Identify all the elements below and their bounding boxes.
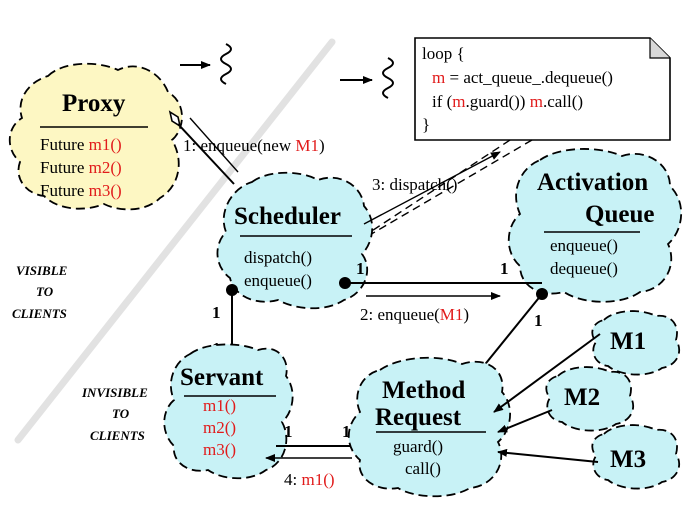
svg-text:VISIBLE: VISIBLE [16, 263, 68, 278]
message-dispatch: 3: dispatch() [372, 175, 457, 194]
visible-region-label: VISIBLE TO CLIENTS [12, 263, 68, 321]
svg-text:TO: TO [36, 284, 54, 299]
servant-method-m2: m2() [203, 418, 236, 437]
servant-method-m1: m1() [203, 396, 236, 415]
proxy-title: Proxy [62, 90, 126, 117]
method-request-title-2: Request [375, 404, 462, 431]
svg-text:CLIENTS: CLIENTS [90, 428, 145, 443]
svg-text:CLIENTS: CLIENTS [12, 306, 67, 321]
message-call: 4: m1() [284, 470, 335, 489]
servant-object: Servant m1() m2() m3() [163, 343, 294, 480]
m2-inherits-arrow [497, 409, 553, 433]
multiplicity-label: 1 [284, 422, 293, 441]
multiplicity-label: 1 [212, 303, 221, 322]
proxy-method-m3: Future m3() [40, 181, 122, 200]
method-request-object: Method Request guard() call() [347, 356, 511, 498]
association-end-dot [339, 277, 351, 289]
servant-method-m3: m3() [203, 440, 236, 459]
multiplicity-label: 1 [500, 259, 509, 278]
code-line-1: loop { [422, 44, 465, 63]
scheduler-title: Scheduler [234, 203, 341, 230]
dispatch-arrow [363, 151, 501, 225]
code-line-4: } [422, 115, 430, 134]
scheduler-method-dispatch: dispatch() [244, 248, 312, 267]
m3-inherits-arrow [497, 448, 599, 463]
m3-title: M3 [610, 446, 646, 473]
invisible-region-label: INVISIBLE TO CLIENTS [81, 385, 148, 443]
method-request-title-1: Method [382, 377, 465, 404]
svg-text:TO: TO [112, 406, 130, 421]
method-request-guard: guard() [393, 437, 443, 456]
scheduler-method-enqueue: enqueue() [244, 271, 312, 290]
activation-queue-method-enqueue: enqueue() [550, 236, 618, 255]
proxy-method-m2: Future m2() [40, 158, 122, 177]
servant-title: Servant [180, 364, 264, 391]
proxy-scheduler-link [168, 110, 239, 185]
thread-icon [180, 43, 232, 85]
m1-title: M1 [610, 328, 646, 355]
scheduler-object: Scheduler dispatch() enqueue() [216, 171, 374, 310]
code-annotation-line [367, 139, 533, 237]
code-line-2: m = act_queue_.dequeue() [432, 68, 613, 87]
svg-text:INVISIBLE: INVISIBLE [81, 385, 148, 400]
message-enqueue: 2: enqueue(M1) [360, 305, 469, 324]
proxy-object: Proxy Future m1() Future m2() Future m3(… [8, 62, 183, 211]
scheduler-loop-code-box: loop { m = act_queue_.dequeue() if (m.gu… [414, 37, 671, 141]
activation-queue-object: Activation Queue enqueue() dequeue() [507, 148, 683, 303]
proxy-method-m1: Future m1() [40, 135, 122, 154]
association-end-dot [226, 284, 238, 296]
activation-queue-title-2: Queue [585, 201, 654, 228]
concrete-request-m1: M1 [591, 310, 681, 376]
activation-queue-title-1: Activation [537, 169, 648, 196]
m1-inherits-arrow [493, 333, 601, 413]
m2-title: M2 [564, 384, 600, 411]
concrete-request-m2: M2 [545, 366, 635, 432]
method-request-call: call() [405, 459, 441, 478]
message-enqueue-new: 1: enqueue(new M1) [183, 136, 325, 155]
code-line-3: if (m.guard()) m.call() [432, 92, 583, 111]
code-annotation-line [351, 139, 511, 245]
thread-icon [340, 57, 394, 99]
multiplicity-label: 1 [356, 259, 365, 278]
multiplicity-label: 1 [534, 311, 543, 330]
multiplicity-label: 1 [342, 422, 351, 441]
visibility-divider [14, 38, 336, 444]
concrete-request-m3: M3 [591, 424, 681, 490]
activation-queue-method-dequeue: dequeue() [550, 259, 618, 278]
